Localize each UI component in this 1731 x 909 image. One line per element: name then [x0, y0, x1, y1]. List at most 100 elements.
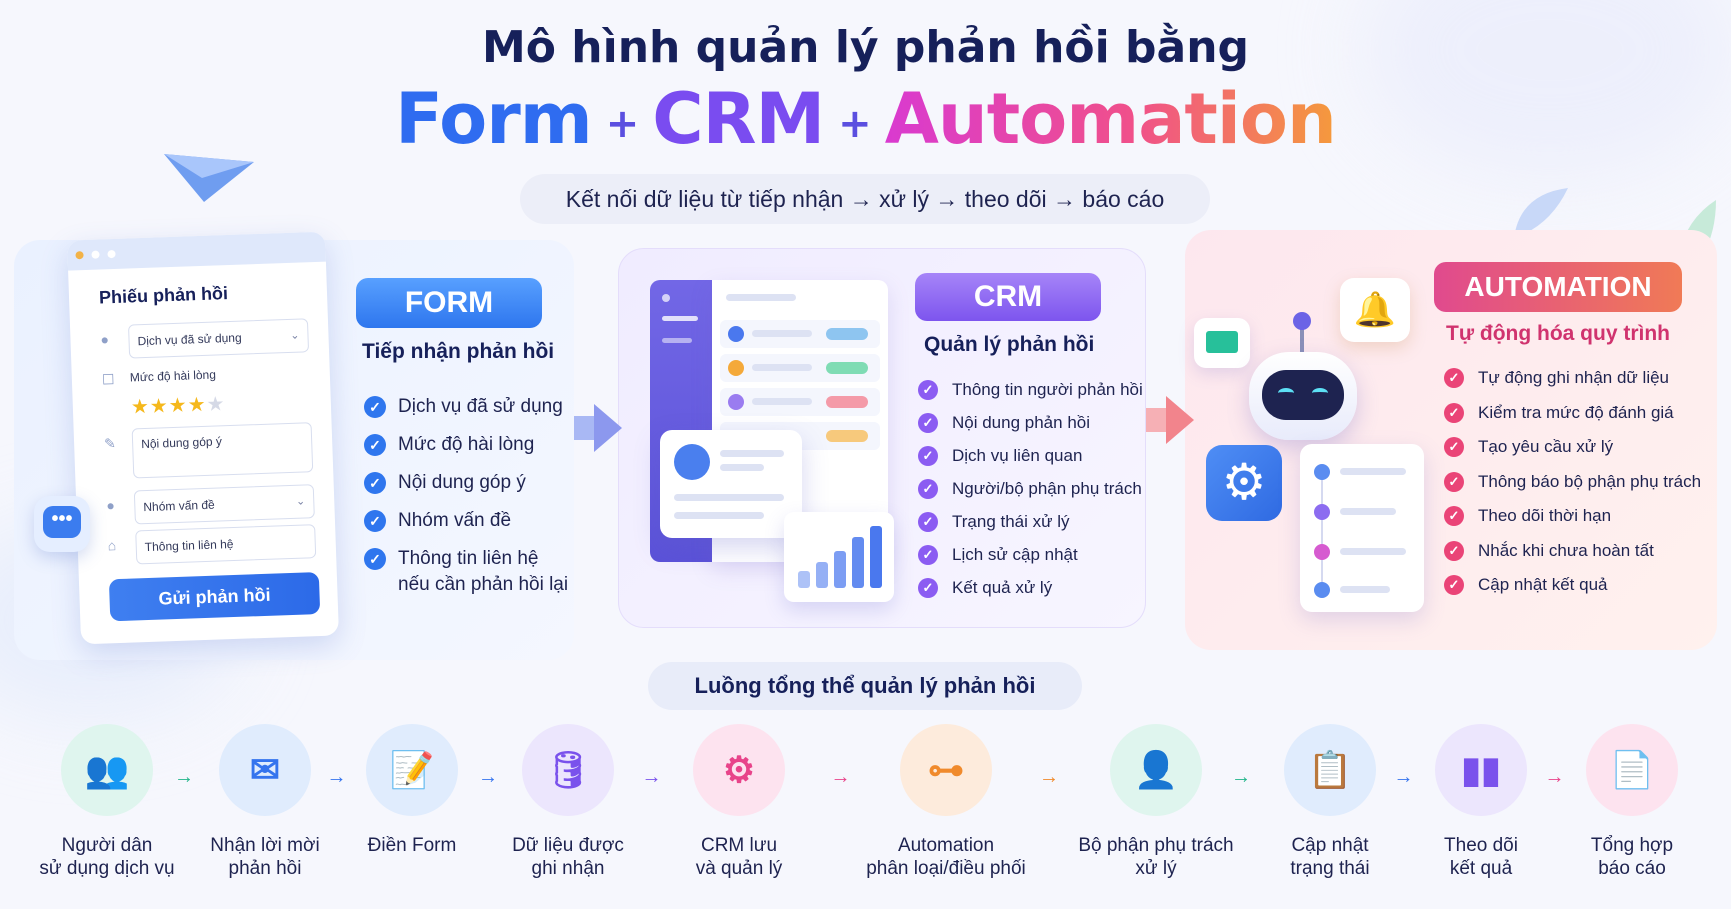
form-icon: 📝	[389, 749, 435, 790]
chat-dots-icon: •••	[43, 506, 81, 538]
crm-row	[720, 354, 880, 382]
list-item-label: Dịch vụ đã sử dụng	[398, 396, 563, 417]
list-item: ✓Mức độ hài lòng	[364, 434, 568, 472]
check-icon: ✓	[364, 396, 386, 418]
list-item: ✓ Kết quả xử lý	[918, 578, 1143, 611]
list-item: ✓ Dịch vụ đã sử dụng	[364, 396, 568, 434]
check-icon: ✓	[918, 413, 938, 433]
flow-step-circle: 👥	[61, 724, 153, 816]
contact-input[interactable]: Thông tin liên hệ	[135, 524, 317, 565]
flow-step-circle: ✉	[219, 724, 311, 816]
form-card-title: Phiếu phản hồi	[98, 283, 229, 308]
list-item: ✓Thông tin người phản hồi	[918, 380, 1143, 413]
flow-step-circle: 📋	[1284, 724, 1376, 816]
service-select[interactable]: Dịch vụ đã sử dụng⌄	[127, 318, 310, 359]
window-dot	[91, 250, 100, 259]
group-field-row: ● Nhóm vấn đề ⌄	[106, 484, 317, 525]
person-icon: 👤	[1133, 749, 1179, 790]
submit-feedback-button[interactable]: Gửi phản hồi	[108, 572, 321, 622]
comment-textarea[interactable]: Nội dung góp ý	[131, 422, 314, 479]
chevron-down-icon: ⌄	[290, 329, 300, 342]
flow-step-circle: 📄	[1586, 724, 1678, 816]
flow-step-circle: 👤	[1110, 724, 1202, 816]
chat-bubble-icon: •••	[34, 496, 90, 552]
list-item-label: Người/bộ phận phụ trách	[952, 479, 1142, 498]
list-item-label: Lịch sử cập nhật	[952, 545, 1078, 564]
database-icon: 🛢	[545, 749, 591, 790]
list-item-label: Kết quả xử lý	[952, 578, 1053, 597]
list-item-label: nếu cần phản hồi lại	[398, 574, 569, 595]
arrow-stem	[574, 416, 594, 440]
flow-step-label-line: phân loại/điều phối	[866, 858, 1026, 879]
crm-heading: Quản lý phản hồi	[924, 333, 1095, 356]
list-item-label: Tự động ghi nhận dữ liệu	[1478, 368, 1670, 387]
list-item-label: Nội dung góp ý	[398, 472, 526, 493]
automation-badge: AUTOMATION	[1434, 262, 1682, 312]
mini-bar-chart	[784, 512, 894, 602]
flow-step-label-line: Theo dõi	[1444, 835, 1518, 856]
mail-notification-icon	[1194, 318, 1250, 368]
list-item-continuation: nếu cần phản hồi lại	[364, 574, 568, 612]
flow-arrow-icon: →	[174, 766, 194, 788]
flow-step-label-line: xử lý	[1135, 858, 1177, 879]
list-item: ✓Nhóm vấn đề	[364, 510, 568, 548]
mail-icon: ✉	[249, 749, 281, 790]
flow-arrow-icon: →	[1544, 766, 1565, 788]
list-item: ✓Kiểm tra mức độ đánh giá	[1444, 402, 1701, 438]
flow-step-label-line: phản hồi	[228, 858, 302, 879]
list-item-label: Tạo yêu cầu xử lý	[1478, 437, 1614, 456]
flow-title: Luồng tổng thể quản lý phản hồi	[648, 662, 1082, 710]
workflow-card	[1300, 444, 1424, 612]
check-icon: ✓	[1444, 506, 1464, 526]
arrow-right-icon	[594, 404, 622, 452]
robot-icon	[1249, 352, 1357, 440]
robot-antenna	[1300, 322, 1304, 352]
check-icon: ✓	[1444, 402, 1464, 423]
automation-heading: Tự động hóa quy trình	[1446, 322, 1671, 345]
flow-arrow-icon: →	[1039, 766, 1059, 788]
avatar	[674, 444, 710, 480]
title-plus: +	[838, 100, 872, 147]
bar-chart-icon: ▮▮	[1461, 749, 1501, 790]
star-empty-icon: ★	[206, 393, 226, 416]
flow-step-label-line: Tổng hợp	[1590, 835, 1674, 856]
flow-step-label-line: sử dụng dịch vụ	[39, 858, 175, 879]
check-icon: ✓	[918, 578, 938, 598]
chevron-down-icon: ⌄	[295, 495, 306, 508]
workflow-step-dot	[1314, 544, 1330, 560]
paper-plane-icon	[164, 154, 254, 202]
list-item-label: Nhắc khi chưa hoàn tất	[1478, 540, 1654, 560]
bell-icon: 🔔	[1340, 278, 1410, 342]
user-icon: ●	[106, 497, 116, 514]
list-item: ✓Người/bộ phận phụ trách	[918, 479, 1143, 512]
check-icon: ✓	[1444, 471, 1464, 492]
form-badge: FORM	[356, 278, 542, 328]
list-item-label: Cập nhật kết quả	[1478, 575, 1608, 594]
list-item-label: Nhóm vấn đề	[398, 510, 512, 531]
star-rating[interactable]: ★★★★★	[130, 391, 226, 419]
list-item: ✓Cập nhật kết quả	[1444, 575, 1701, 610]
flow-arrow-icon: →	[641, 766, 662, 788]
group-select[interactable]: Nhóm vấn đề ⌄	[133, 484, 315, 525]
crm-row	[720, 388, 880, 416]
flow-step-circle: 📝	[366, 724, 458, 816]
page-title-main: Form+CRM+Automation	[0, 78, 1731, 160]
flow-arrow-icon: →	[478, 766, 498, 788]
flow-step-label-line: Người dân	[61, 835, 153, 856]
list-item-label: Dịch vụ liên quan	[952, 446, 1083, 465]
form-heading: Tiếp nhận phản hồi	[362, 340, 555, 363]
flow-step-label-line: Điền Form	[367, 835, 457, 856]
status-pill	[826, 396, 868, 408]
flow-step-label-line: Automation	[897, 835, 995, 856]
list-item: ✓Nhắc khi chưa hoàn tất	[1444, 540, 1701, 576]
group-select-value: Nhóm vấn đề	[143, 497, 215, 515]
clipboard-check-icon: 📋	[1307, 749, 1353, 790]
